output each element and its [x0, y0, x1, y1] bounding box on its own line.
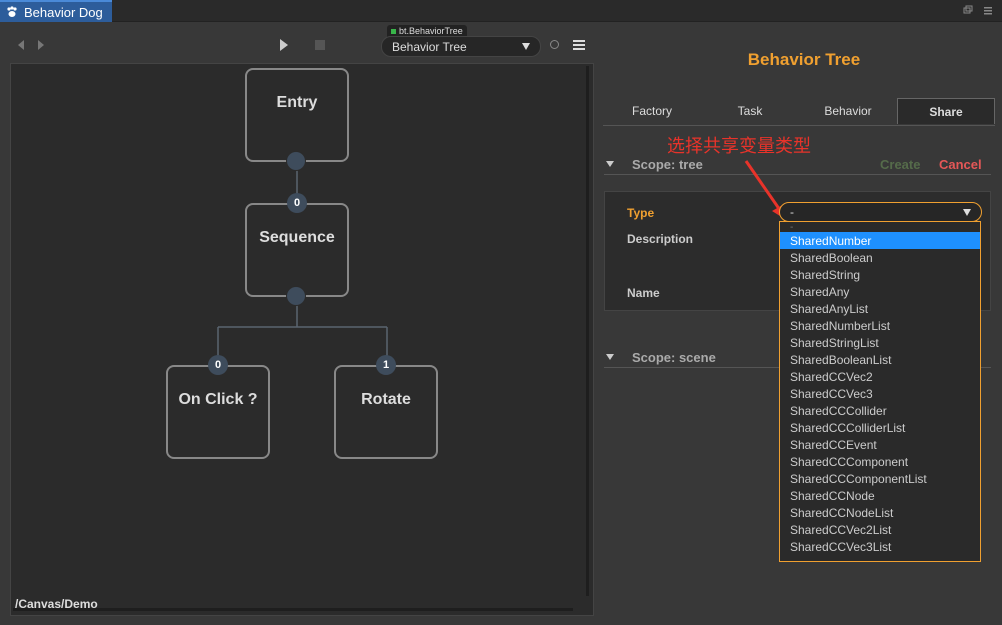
hamburger-menu-icon[interactable]: [573, 40, 585, 50]
type-option[interactable]: SharedCCCollider: [790, 403, 887, 418]
chevron-down-icon: [522, 43, 530, 50]
tab-behavior[interactable]: Behavior: [824, 104, 872, 118]
description-label: Description: [627, 232, 694, 246]
type-option[interactable]: SharedNumberList: [790, 318, 891, 333]
type-option[interactable]: -: [790, 222, 794, 233]
type-option[interactable]: SharedCCComponent: [790, 454, 909, 469]
tab-share[interactable]: Share: [897, 98, 995, 124]
panel-tabs: Factory Task Behavior Share: [603, 98, 995, 126]
cancel-button[interactable]: Cancel: [939, 157, 982, 172]
node-index-badge: 1: [376, 355, 396, 375]
annotation-text: 选择共享变量类型: [667, 136, 811, 157]
type-option[interactable]: SharedAnyList: [790, 301, 869, 316]
tree-select[interactable]: Behavior Tree: [381, 36, 541, 57]
node-index-badge: 0: [287, 193, 307, 213]
output-port[interactable]: [286, 151, 306, 171]
tree-tag: bt.BehaviorTree: [387, 25, 467, 37]
type-option[interactable]: SharedCCVec2: [790, 369, 873, 384]
stop-icon[interactable]: [315, 40, 325, 50]
tree-canvas[interactable]: Entry Sequence 0 On Click ? 0 Rotate 1 /…: [10, 63, 594, 616]
collapse-triangle-icon: [606, 161, 614, 167]
type-option[interactable]: SharedCCEvent: [790, 437, 877, 452]
type-option[interactable]: SharedCCVec3: [790, 386, 873, 401]
output-port[interactable]: [286, 286, 306, 306]
scope-scene-label: Scope: scene: [632, 350, 716, 365]
canvas-path: /Canvas/Demo: [15, 597, 98, 611]
node-label: Sequence: [259, 229, 335, 246]
tag-dot-icon: [391, 28, 396, 34]
type-option[interactable]: SharedCCVec3List: [790, 539, 892, 554]
paw-icon: [7, 6, 17, 17]
window-tab[interactable]: Behavior Dog: [0, 0, 112, 22]
type-option[interactable]: SharedCCComponentList: [790, 471, 927, 486]
node-entry[interactable]: Entry: [245, 68, 349, 162]
node-on-click[interactable]: On Click ?: [166, 365, 270, 459]
menu-icon[interactable]: [982, 4, 994, 16]
tab-task[interactable]: Task: [737, 104, 763, 118]
node-rotate[interactable]: Rotate: [334, 365, 438, 459]
type-label: Type: [627, 206, 655, 220]
tree-select-value: Behavior Tree: [392, 39, 467, 54]
forward-arrow-icon[interactable]: [38, 40, 44, 50]
type-option[interactable]: SharedCCNodeList: [790, 505, 894, 520]
create-button[interactable]: Create: [880, 157, 921, 172]
scope-tree-label: Scope: tree: [632, 157, 703, 172]
type-select-value: -: [790, 205, 794, 219]
panel-title: Behavior Tree: [747, 50, 861, 69]
vertical-scrollbar[interactable]: [586, 66, 589, 596]
type-option[interactable]: SharedString: [790, 267, 861, 282]
type-option[interactable]: SharedCCColliderList: [790, 420, 906, 435]
window-tab-label: Behavior Dog: [24, 4, 103, 20]
node-index-badge: 0: [208, 355, 228, 375]
scope-tree-header[interactable]: Scope: tree: [604, 157, 991, 175]
collapse-triangle-icon: [606, 354, 614, 360]
tab-factory[interactable]: Factory: [631, 104, 672, 118]
type-option[interactable]: SharedCCVec2List: [790, 522, 892, 537]
back-arrow-icon[interactable]: [18, 40, 24, 50]
name-label: Name: [627, 286, 660, 300]
type-option[interactable]: SharedBooleanList: [790, 352, 892, 367]
node-label: On Click ?: [178, 391, 258, 408]
node-label: Entry: [276, 94, 318, 111]
type-select[interactable]: -: [779, 202, 982, 222]
type-option[interactable]: SharedAny: [790, 284, 850, 299]
tree-selector: bt.BehaviorTree Behavior Tree: [381, 25, 541, 57]
restore-icon[interactable]: [962, 4, 974, 16]
node-label: Rotate: [361, 391, 411, 408]
type-option[interactable]: SharedBoolean: [790, 250, 873, 265]
record-icon[interactable]: [550, 40, 559, 49]
type-option[interactable]: SharedNumber: [780, 232, 980, 249]
type-option[interactable]: SharedCCNode: [790, 488, 875, 503]
tree-tag-label: bt.BehaviorTree: [399, 26, 463, 36]
chevron-down-icon: [963, 209, 971, 216]
play-icon[interactable]: [280, 39, 288, 51]
horizontal-scrollbar[interactable]: [13, 608, 573, 611]
type-option[interactable]: SharedStringList: [790, 335, 879, 350]
node-sequence[interactable]: Sequence: [245, 203, 349, 297]
title-bar: Behavior Dog: [0, 0, 1002, 22]
